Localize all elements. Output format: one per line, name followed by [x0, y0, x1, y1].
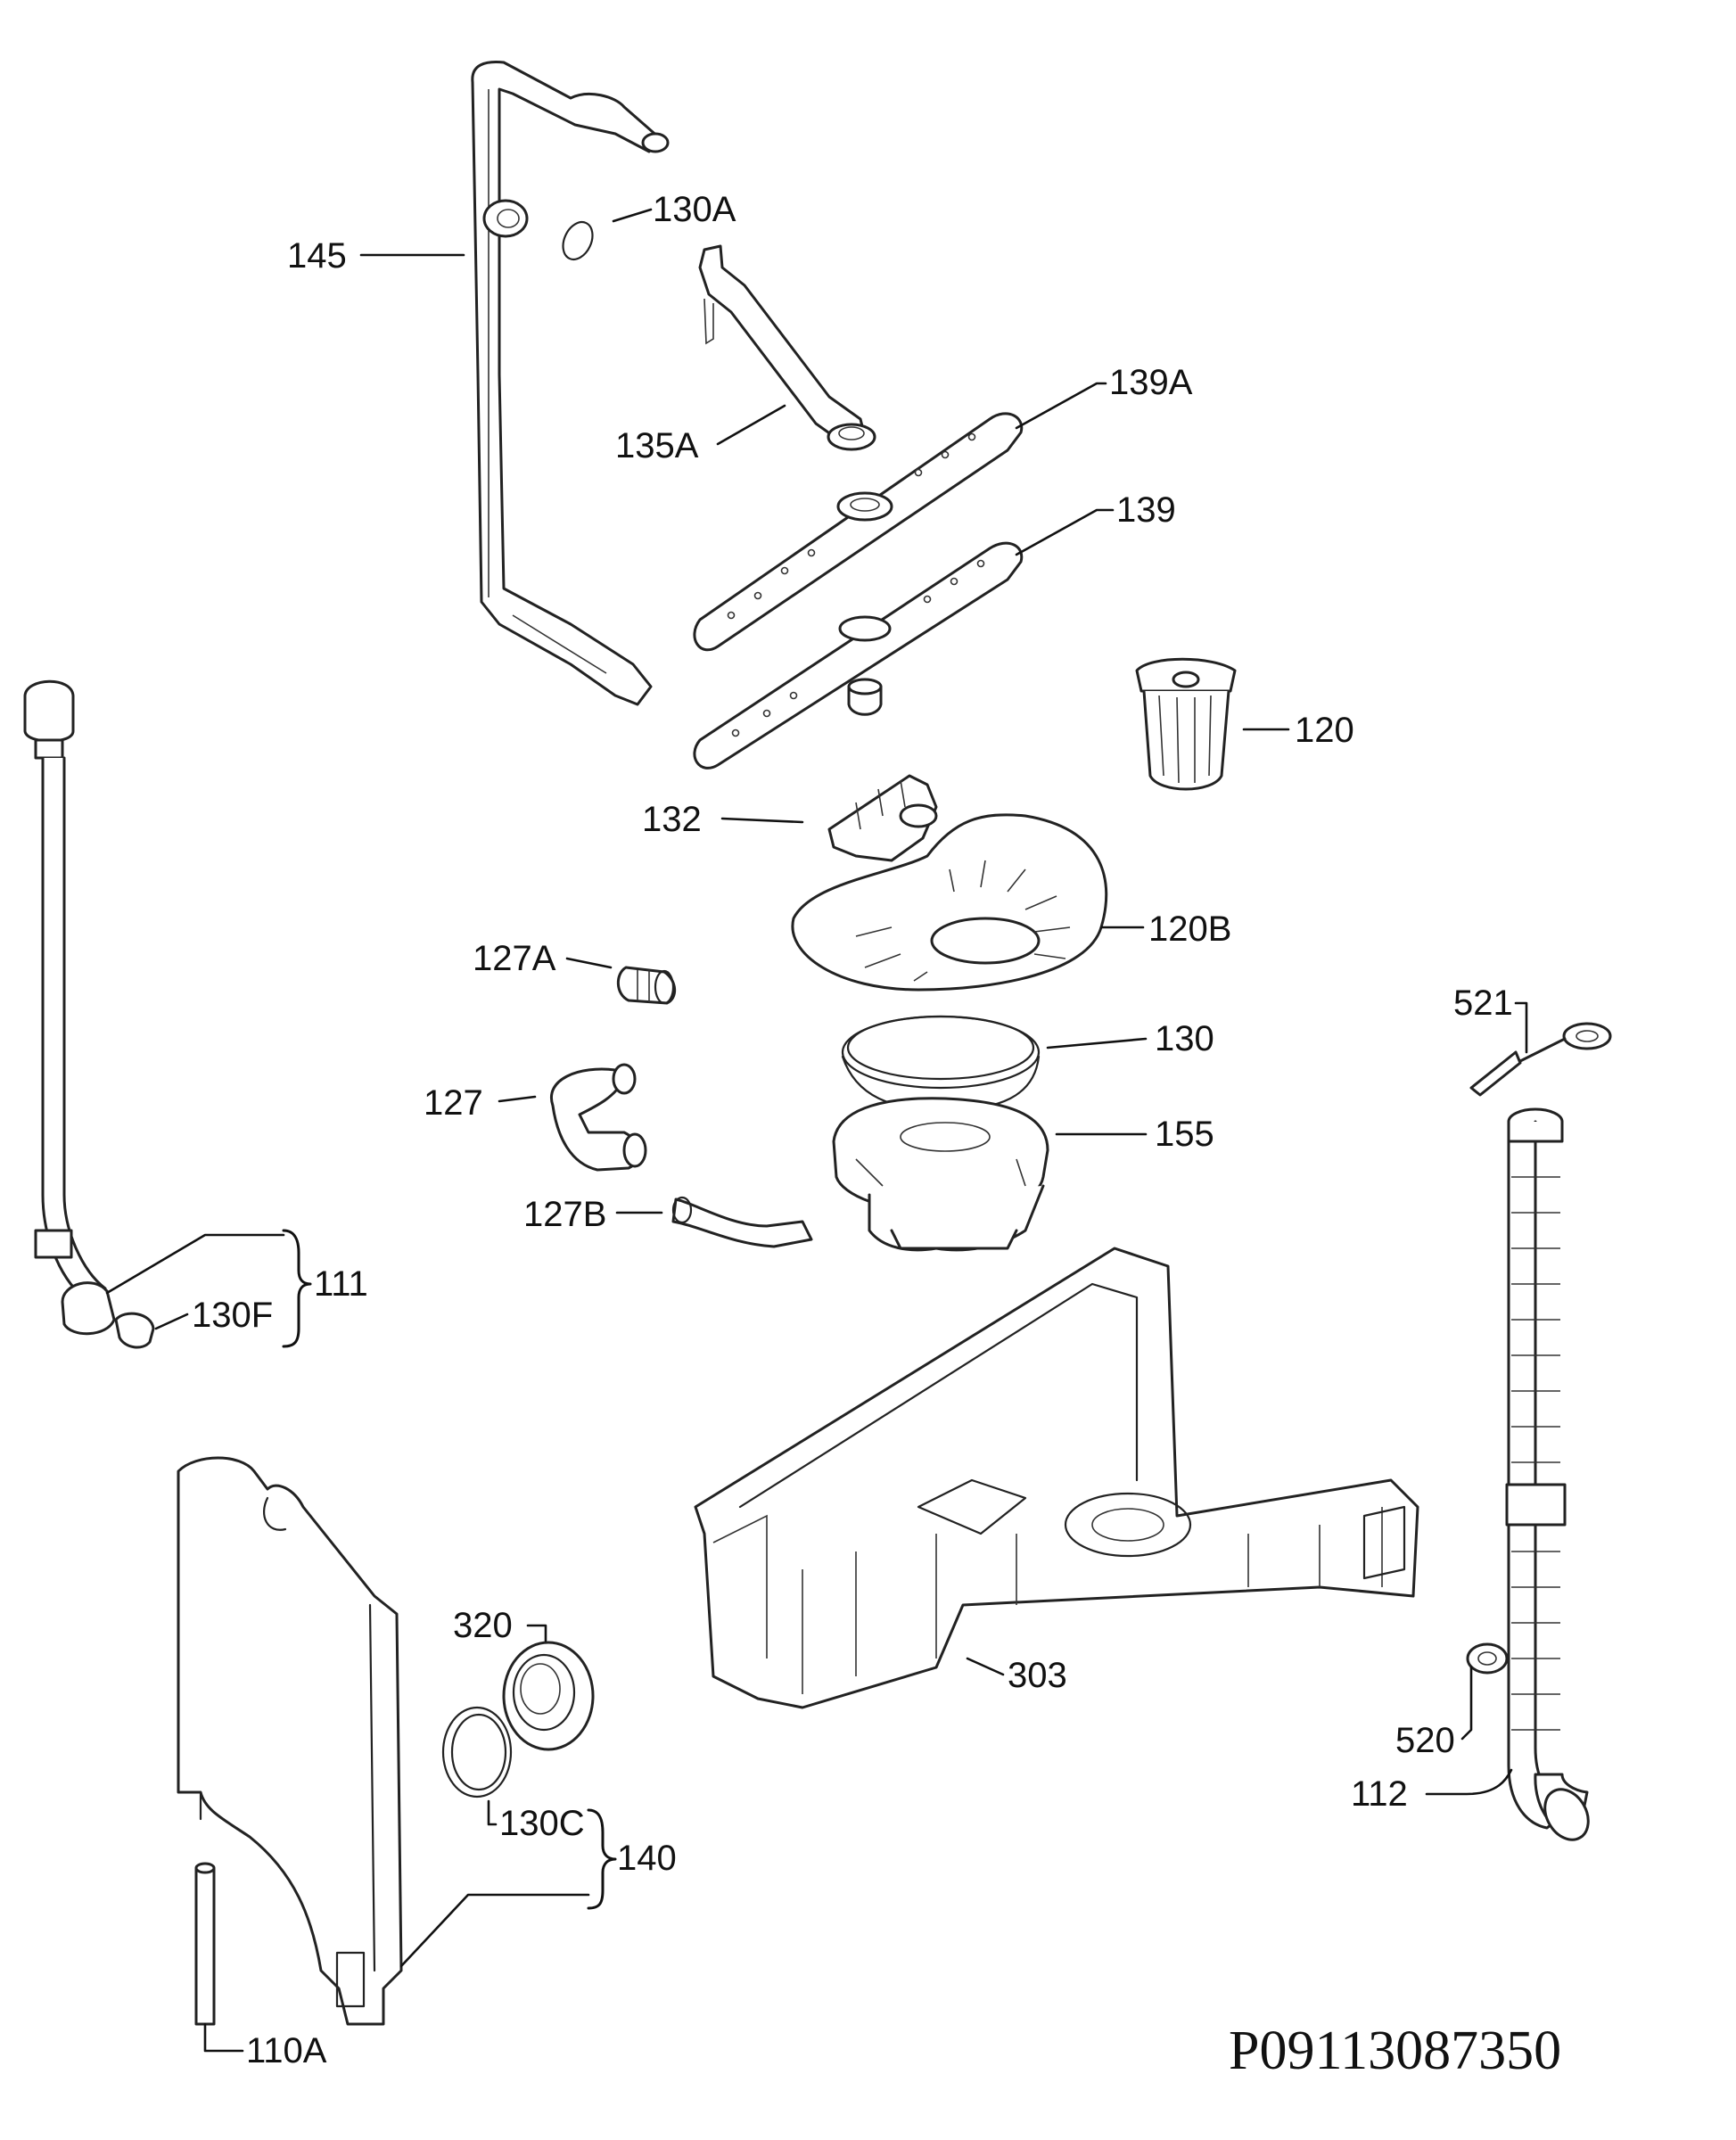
- part-130-seal-ring: [841, 1015, 1041, 1112]
- callout-112: 112: [1351, 1774, 1408, 1814]
- callout-521: 521: [1453, 984, 1513, 1023]
- callout-139: 139: [1116, 490, 1176, 530]
- callout-110A: 110A: [246, 2031, 327, 2070]
- callout-139A: 139A: [1109, 363, 1193, 402]
- callout-127A: 127A: [473, 939, 556, 978]
- callout-130F: 130F: [192, 1296, 273, 1335]
- part-127B-small-hose: [671, 1196, 813, 1248]
- callout-320: 320: [453, 1606, 513, 1645]
- part-127-elbow-hose: [549, 1063, 647, 1172]
- callout-132: 132: [642, 800, 702, 839]
- callout-120B: 120B: [1148, 910, 1231, 949]
- part-120B-microfilter: [791, 813, 1108, 992]
- callout-140: 140: [617, 1839, 677, 1878]
- part-320-seal: [502, 1641, 595, 1751]
- part-111-inlet-hose: [23, 679, 155, 1349]
- part-139-lower-spray-arm: [693, 541, 1024, 770]
- callout-145: 145: [287, 236, 347, 276]
- part-110A-rod: [194, 1862, 216, 2026]
- part-139A-upper-spray-arm: [693, 412, 1024, 652]
- part-132-bracket: [827, 774, 938, 862]
- callout-130: 130: [1155, 1019, 1214, 1058]
- part-135A-spray-arm-support: [698, 244, 876, 451]
- callout-155: 155: [1155, 1115, 1214, 1154]
- callout-120: 120: [1295, 711, 1354, 750]
- callout-303: 303: [1008, 1656, 1067, 1695]
- part-130A-o-ring: [562, 220, 594, 261]
- part-520-grommet: [1466, 1642, 1509, 1675]
- callout-111: 111: [314, 1264, 368, 1304]
- part-130C-o-ring: [441, 1706, 513, 1798]
- callout-127: 127: [424, 1083, 483, 1123]
- callout-520: 520: [1395, 1721, 1455, 1760]
- callout-130A: 130A: [653, 190, 736, 229]
- part-155-sump: [832, 1097, 1049, 1252]
- callout-130C: 130C: [499, 1804, 585, 1843]
- part-112-drain-hose: [1505, 1107, 1590, 1841]
- callout-127B: 127B: [523, 1195, 606, 1234]
- leader-lines: [105, 208, 1528, 2053]
- part-303-base-tray: [694, 1247, 1419, 1709]
- part-127A-connector: [616, 966, 677, 1005]
- part-145-supply-tube: [471, 61, 670, 706]
- callout-135A: 135A: [615, 426, 699, 465]
- drawing-code: P09113087350: [1229, 2021, 1561, 2081]
- part-120-filter: [1135, 657, 1237, 791]
- part-140-side-panel: [177, 1456, 403, 2026]
- part-521-clip: [1469, 1022, 1612, 1097]
